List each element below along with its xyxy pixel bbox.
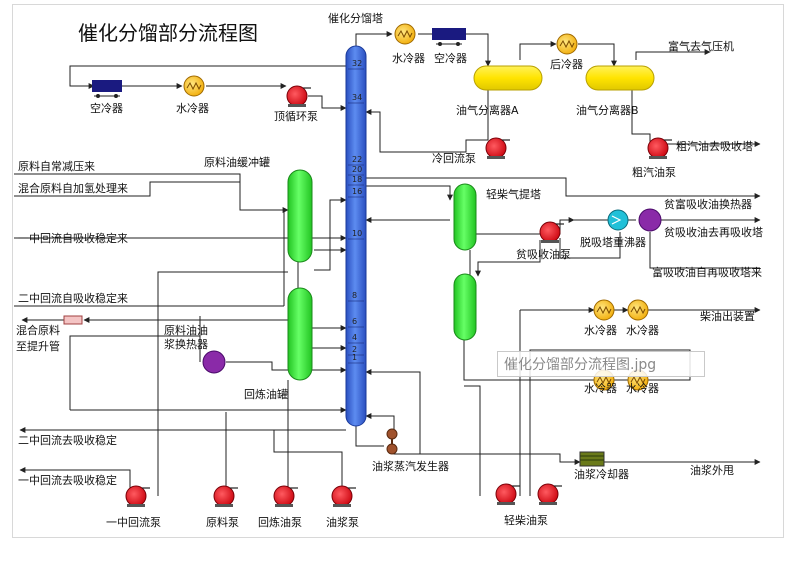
flow-lines [14,31,761,496]
heat-exchangers [183,23,649,391]
label-wc-3: 水冷器 [584,382,617,395]
tray-number: 10 [352,229,362,238]
pump-icon [647,137,672,159]
label-feed-slurry-hx-2: 浆换热器 [164,337,208,351]
label-rich-from-reabsorb: 富吸收油自再吸收塔来 [652,265,762,279]
label-cold-reflux-pump: 冷回流泵 [432,151,476,165]
water-cooler-icon [627,299,649,321]
label-recycle-drum: 回炼油罐 [244,387,288,401]
label-air-cooler-top: 空冷器 [434,51,467,65]
light-diesel-stripper-upper [453,183,477,251]
label-feed-buffer: 原料油缓冲罐 [204,155,270,169]
label-wc-2: 水冷器 [626,324,659,337]
label-slurry-out: 油浆外甩 [690,463,734,477]
tray-number: 20 [352,165,362,174]
tray-number: 22 [352,155,362,164]
label-after-cooler: 后冷器 [550,58,583,71]
label-reboiler: 脱吸塔重沸器 [580,235,646,249]
label-to-riser: 至提升管 [16,339,60,353]
slurry-cooler [579,451,605,467]
separator-a [473,65,543,91]
steam-generator [386,428,398,455]
label-steam-generator: 油浆蒸汽发生器 [372,459,449,473]
pump-icon [495,483,520,505]
pump-icon [331,485,356,507]
tray-number: 18 [352,175,362,184]
label-slurry-pump-1: 油浆泵 [326,515,359,529]
label-wc-1: 水冷器 [584,324,617,337]
pump-icon [125,485,150,507]
image-filename-watermark: 催化分馏部分流程图.jpg [497,351,705,377]
label-second-return-out: 二中回流去吸收稳定 [18,433,117,447]
diagram-frame [12,4,784,538]
label-lean-pump: 贫吸收油泵 [516,247,571,261]
pump-icon [273,485,298,507]
air-cooler-top [432,28,466,46]
label-feed-2: 混合原料自加氢处理来 [18,181,128,195]
pump-icon [539,221,564,243]
tray-number: 4 [352,333,357,342]
tray-number: 2 [352,345,357,354]
reboiler [607,209,629,231]
feed-buffer-drum [287,169,313,263]
label-lean-hx: 贫富吸收油换热器 [664,197,752,211]
lean-rich-exchanger [638,208,662,232]
pump-icon [213,485,238,507]
label-mixed-feed: 混合原料 [16,323,60,337]
label-feed-1: 原料自常减压来 [18,159,95,173]
recycle-oil-drum [287,287,313,381]
label-wc-4: 水冷器 [626,382,659,395]
separator-b [585,65,655,91]
label-air-cooler-left: 空冷器 [90,101,123,115]
water-cooler-icon [394,23,416,45]
label-feed-slurry-hx-1: 原料油油 [164,323,208,337]
tray-number: 6 [352,317,357,326]
label-mid-return-out: 一中回流去吸收稳定 [18,473,117,487]
water-cooler-icon [183,75,205,97]
label-slurry-cooler: 油浆冷却器 [574,467,629,481]
label-crude-gasoline: 粗汽油去吸收塔 [676,139,753,153]
water-cooler-icon [593,299,615,321]
tray-number: 34 [352,93,362,102]
label-recycle-pump: 回炼油泵 [258,515,302,529]
pumps [125,85,672,507]
label-light-diesel-pump: 轻柴油泵 [504,513,548,527]
labels: 催化分馏塔 水冷器 空冷器 后冷器 富气去气压机 油气分离器A 油气分离器B 粗… [16,11,763,529]
light-diesel-stripper-lower [453,273,477,341]
label-fractionator: 催化分馏塔 [328,11,383,25]
air-cooler-left [92,80,122,98]
label-lean-to-reabsorb: 贫吸收油去再吸收塔 [664,225,763,239]
label-second-return-in: 二中回流自吸收稳定来 [18,291,128,305]
label-diesel-out: 柴油出装置 [700,309,755,323]
label-light-stripper: 轻柴气提塔 [486,187,541,201]
tray-number: 1 [352,353,357,362]
label-water-cooler-top: 水冷器 [392,52,425,65]
label-feed-pump: 原料泵 [206,515,239,529]
tray-number: 8 [352,291,357,300]
pump-icon [537,483,562,505]
label-sep-b: 油气分离器B [576,103,639,117]
label-rich-gas: 富气去气压机 [668,39,734,53]
feed-slurry-exchanger [202,350,226,374]
label-water-cooler-left: 水冷器 [176,102,209,115]
riser-mixer [63,315,83,325]
label-top-circ-pump: 顶循环泵 [274,110,318,123]
label-mid-return-in: 一中回流自吸收稳定来 [18,231,128,245]
tray-number: 16 [352,187,362,196]
label-sep-a: 油气分离器A [456,103,519,117]
pump-icon [485,137,510,159]
water-cooler-icon [556,33,578,55]
label-mid-pump: 一中回流泵 [106,515,161,529]
pump-icon [286,85,311,107]
tray-number: 32 [352,59,362,68]
diagram-title: 催化分馏部分流程图 [78,21,258,45]
label-crude-pump: 粗汽油泵 [632,165,676,179]
